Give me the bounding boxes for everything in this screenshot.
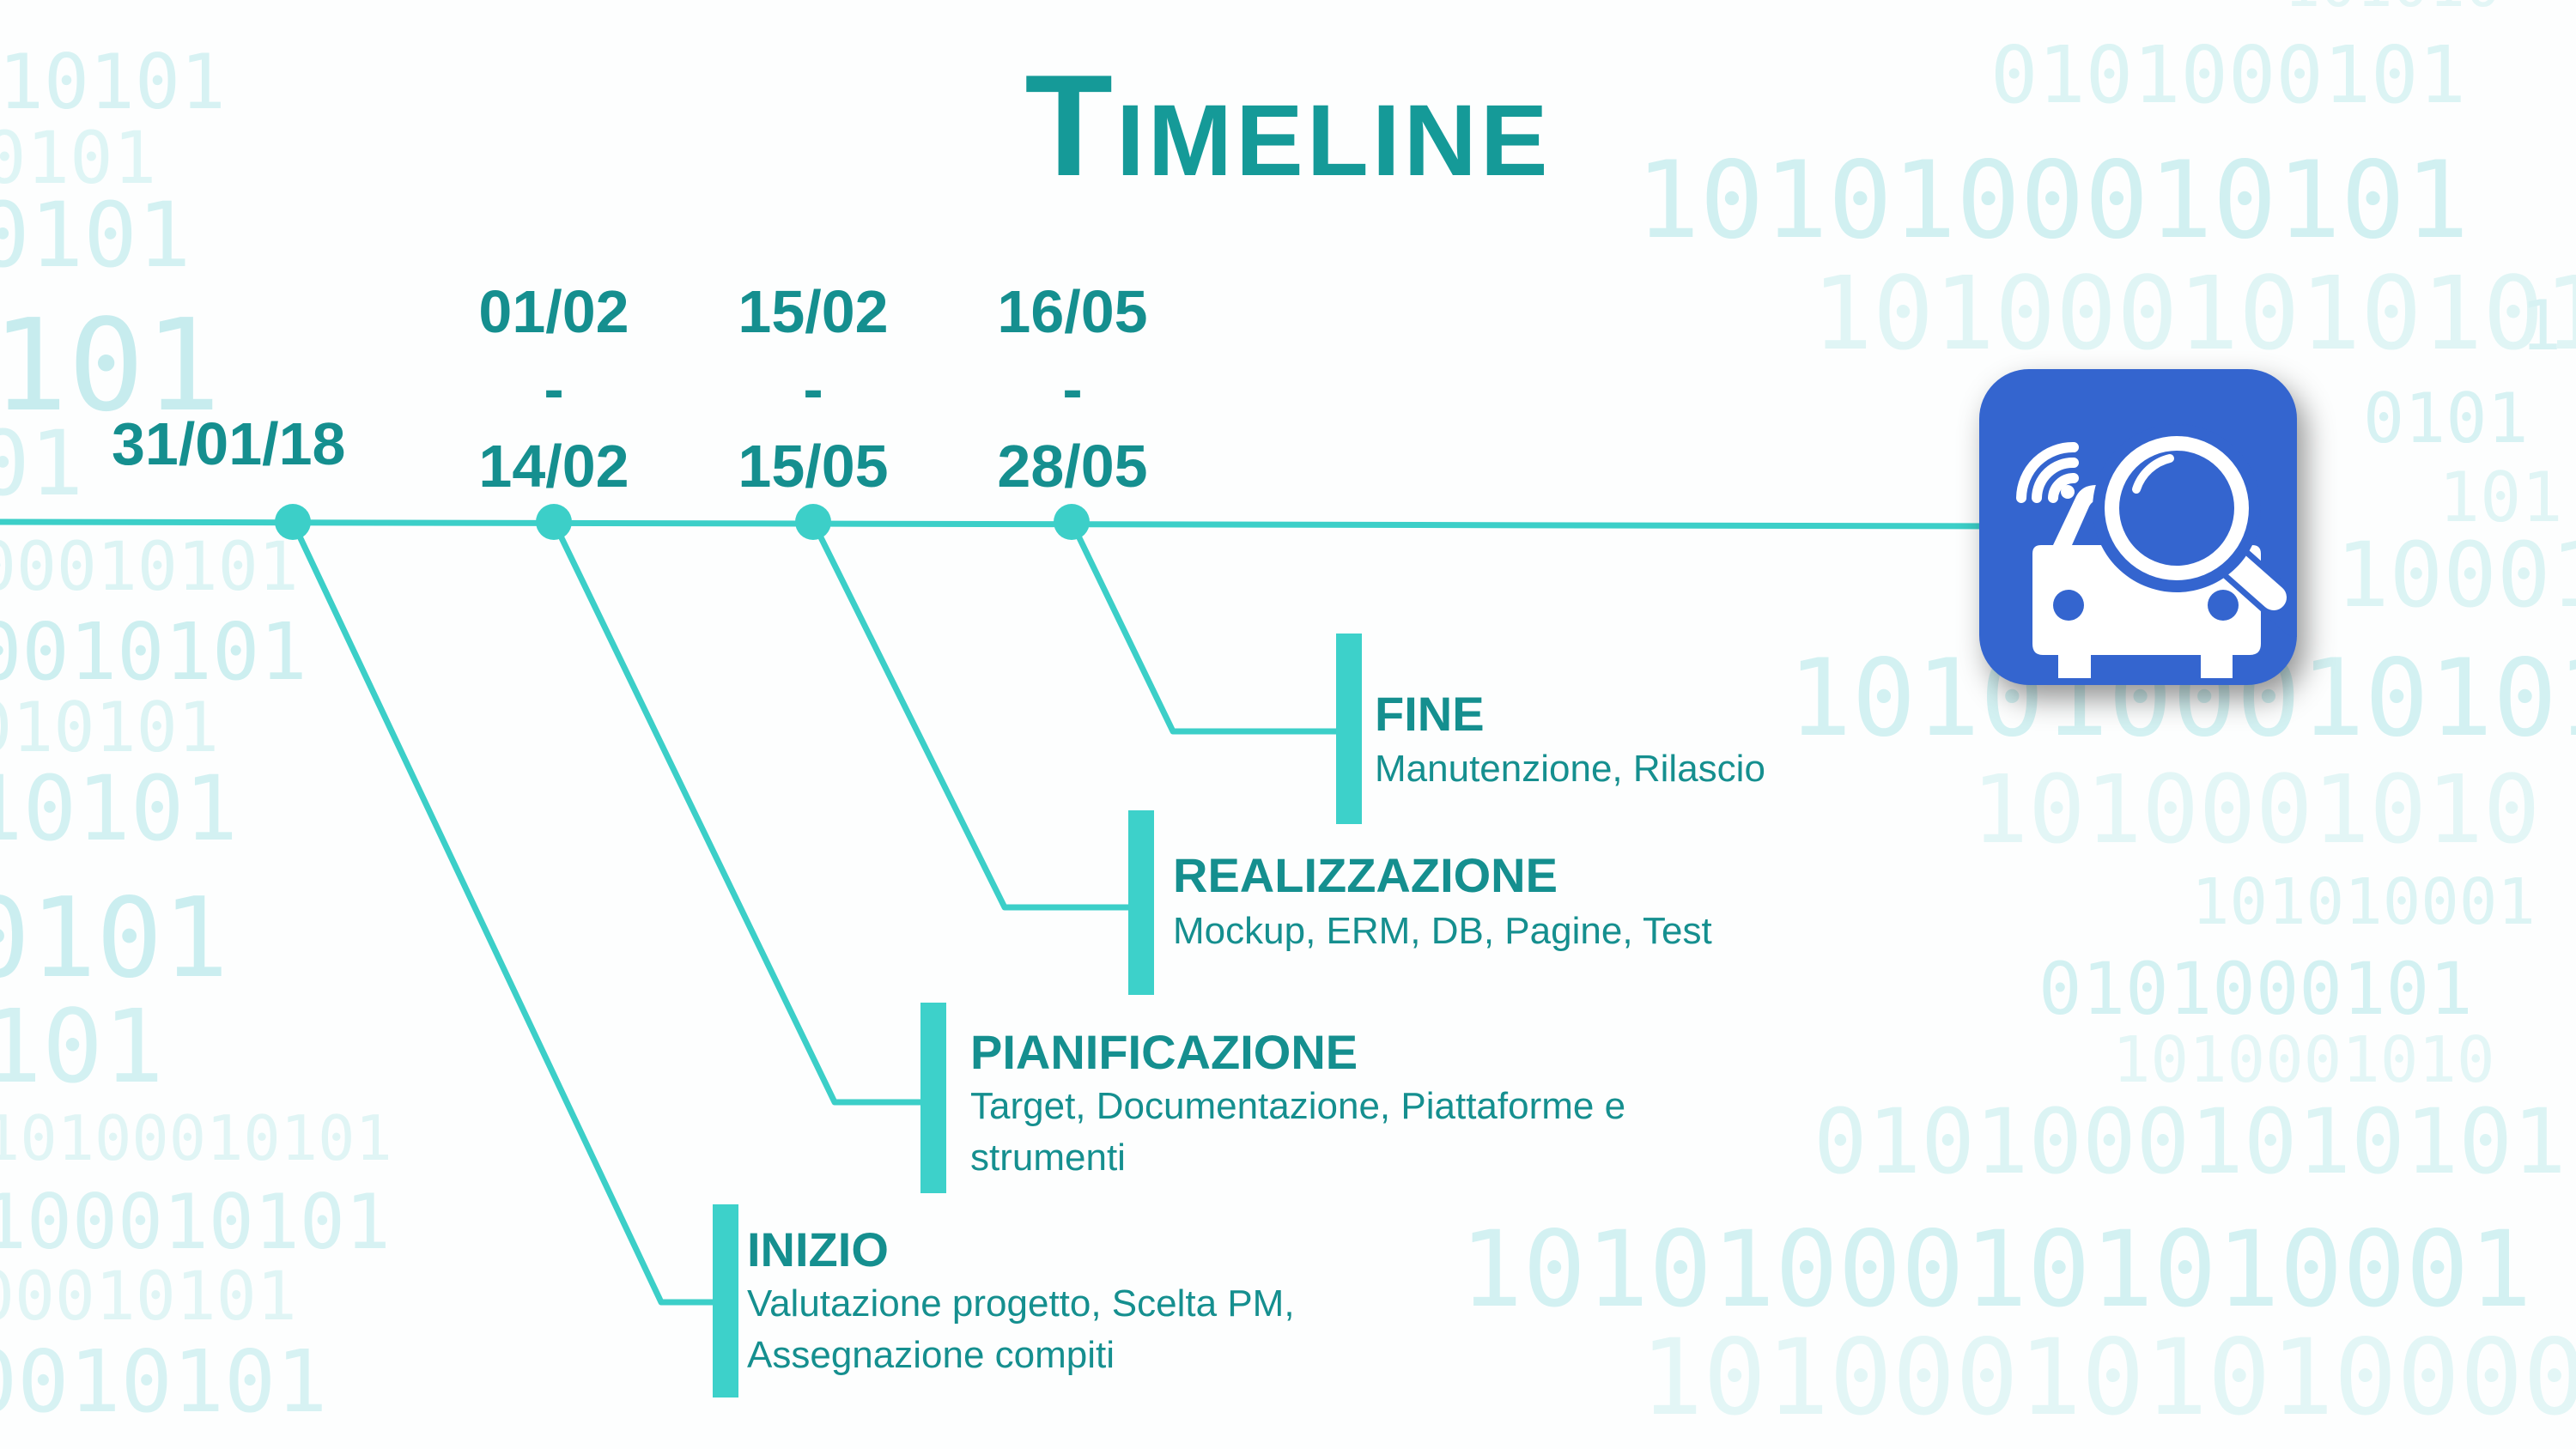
phase-desc-fine: Manutenzione, Rilascio bbox=[1375, 748, 1765, 790]
date-range-end: 28/05 bbox=[997, 433, 1148, 500]
date-range-2: 01/02 - 14/02 bbox=[442, 273, 665, 505]
phase-title-realizzazione: REALIZZAZIONE bbox=[1173, 848, 1558, 902]
date-range-start: 16/05 bbox=[997, 278, 1148, 345]
phase-title-fine: FINE bbox=[1375, 687, 1485, 741]
phase-desc-line: Valutazione progetto, Scelta PM, bbox=[747, 1282, 1295, 1325]
milestone-dot bbox=[536, 504, 572, 540]
milestone-dot bbox=[275, 504, 311, 540]
phase-bar-fine bbox=[1336, 634, 1362, 824]
date-range-3: 15/02 - 15/05 bbox=[702, 273, 925, 505]
app-icon-graphic bbox=[2016, 424, 2316, 678]
phase-desc-inizio: Valutazione progetto, Scelta PM, Assegna… bbox=[747, 1278, 1295, 1381]
phase-desc-line: Target, Documentazione, Piattaforme e bbox=[970, 1085, 1626, 1127]
phase-desc-realizzazione: Mockup, ERM, DB, Pagine, Test bbox=[1173, 910, 1712, 952]
phase-bar-inizio bbox=[713, 1204, 738, 1397]
connector-pianificazione bbox=[550, 518, 935, 1106]
wifi-dot bbox=[2061, 485, 2075, 499]
phase-desc-pianificazione: Target, Documentazione, Piattaforme e st… bbox=[970, 1081, 1625, 1184]
timeline-main-line bbox=[0, 518, 1996, 530]
phase-bar-pianificazione bbox=[920, 1003, 946, 1193]
date-range-start: 15/02 bbox=[738, 278, 889, 345]
date-range-start: 01/02 bbox=[478, 278, 629, 345]
magnifier-icon bbox=[2093, 424, 2316, 637]
connector-fine bbox=[1068, 518, 1352, 735]
car-search-app-icon bbox=[1979, 369, 2316, 685]
phase-desc-line: strumenti bbox=[970, 1137, 1126, 1179]
date-range-separator: - bbox=[544, 355, 564, 422]
phase-desc-line: Assegnazione compiti bbox=[747, 1334, 1115, 1376]
milestone-dot bbox=[795, 504, 831, 540]
date-range-4: 16/05 - 28/05 bbox=[961, 273, 1184, 505]
date-range-end: 15/05 bbox=[738, 433, 889, 500]
connector-inizio bbox=[289, 518, 725, 1306]
date-range-separator: - bbox=[803, 355, 823, 422]
phase-title-pianificazione: PIANIFICAZIONE bbox=[970, 1025, 1358, 1079]
date-milestone-1: 31/01/18 bbox=[112, 410, 346, 477]
date-range-separator: - bbox=[1062, 355, 1083, 422]
phase-bar-realizzazione bbox=[1128, 810, 1154, 995]
phase-title-inizio: INIZIO bbox=[747, 1222, 889, 1276]
milestone-dot bbox=[1054, 504, 1090, 540]
wifi-icon bbox=[2016, 441, 2079, 503]
connector-realizzazione bbox=[810, 518, 1139, 911]
date-range-end: 14/02 bbox=[478, 433, 629, 500]
page-title: Timeline bbox=[1024, 45, 1552, 206]
